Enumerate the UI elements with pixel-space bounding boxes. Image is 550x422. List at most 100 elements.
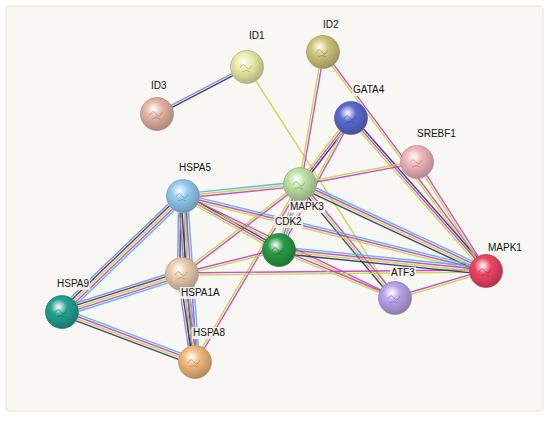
node-sphere [334, 101, 368, 135]
evidence-line [304, 68, 321, 167]
node-circle [167, 180, 200, 213]
evidence-line [199, 186, 283, 195]
interaction-edge [199, 183, 284, 196]
protein-node: ID2 [306, 35, 340, 69]
structure-glyph [240, 65, 252, 72]
protein-node: CDK2 [262, 233, 296, 267]
structure-glyph [188, 360, 200, 367]
node-circle [231, 51, 264, 84]
node-sphere [165, 257, 199, 291]
structure-glyph [479, 269, 491, 276]
structure-glyph [55, 310, 67, 317]
node-sphere [378, 281, 412, 315]
protein-node: MAPK3 [283, 167, 317, 201]
protein-label: HSPA9 [56, 278, 90, 290]
evidence-line [78, 281, 167, 309]
protein-node: HSPA9 [45, 295, 79, 329]
interaction-edge [76, 315, 180, 360]
protein-label: GATA4 [352, 84, 385, 96]
evidence-line [78, 279, 167, 307]
evidence-line [295, 255, 381, 290]
protein-node: GATA4 [334, 101, 368, 135]
structure-glyph [272, 248, 284, 255]
protein-label: CDK2 [274, 216, 303, 228]
structure-glyph [344, 116, 356, 123]
evidence-line [316, 166, 401, 182]
structure-glyph [316, 50, 328, 57]
evidence-line [180, 291, 188, 346]
evidence-line [302, 68, 319, 167]
structure-glyph [176, 194, 188, 201]
evidence-line [411, 275, 470, 293]
evidence-line [198, 253, 263, 269]
protein-label: HSPA8 [192, 327, 226, 339]
node-circle [263, 234, 296, 267]
protein-node: ATF3 [378, 281, 412, 315]
node-sphere [283, 167, 317, 201]
interaction-edge [76, 275, 167, 311]
node-circle [166, 258, 199, 291]
evidence-line [295, 255, 469, 273]
node-sphere [400, 145, 434, 179]
evidence-line [427, 175, 478, 256]
evidence-line [177, 212, 179, 257]
structure-glyph [388, 296, 400, 303]
node-sphere [262, 233, 296, 267]
evidence-line [78, 317, 180, 355]
evidence-line [334, 65, 477, 258]
node-circle [284, 168, 317, 201]
interaction-edge [294, 255, 380, 292]
evidence-line [364, 129, 477, 257]
node-circle [470, 255, 503, 288]
evidence-line [199, 183, 283, 192]
evidence-line [314, 194, 470, 267]
protein-label: ATF3 [390, 267, 416, 279]
evidence-line [310, 131, 341, 171]
evidence-line [411, 277, 470, 295]
evidence-line [196, 206, 263, 244]
interaction-edge [316, 164, 401, 182]
node-sphere [230, 50, 264, 84]
evidence-line [76, 321, 178, 359]
evidence-line [200, 188, 284, 197]
evidence-line [171, 74, 232, 106]
panel [6, 6, 543, 411]
evidence-line [360, 132, 473, 260]
protein-label: SREBF1 [416, 128, 457, 140]
evidence-line [362, 130, 475, 258]
protein-label: ID2 [322, 19, 340, 31]
node-sphere [45, 295, 79, 329]
protein-node: ID1 [230, 50, 264, 84]
protein-node: SREBF1 [400, 145, 434, 179]
node-circle [46, 296, 79, 329]
protein-label: ID3 [150, 80, 168, 92]
structure-glyph [293, 182, 305, 189]
interaction-edge [302, 68, 322, 168]
protein-node: HSPA5 [166, 179, 200, 213]
interaction-edge [411, 275, 471, 295]
interaction-edge [171, 74, 233, 108]
node-sphere [469, 254, 503, 288]
evidence-line [294, 257, 380, 292]
structure-glyph [175, 272, 187, 279]
protein-label: ID1 [248, 30, 266, 42]
interaction-edge [197, 202, 380, 292]
evidence-line [316, 164, 401, 180]
protein-node: ID3 [140, 97, 174, 131]
node-sphere [140, 97, 174, 131]
node-circle [335, 102, 368, 135]
protein-label: MAPK1 [487, 242, 523, 254]
protein-label: HSPA1A [180, 287, 221, 299]
node-circle [401, 146, 434, 179]
node-circle [141, 98, 174, 131]
node-sphere [166, 179, 200, 213]
evidence-line [198, 255, 263, 271]
structure-glyph [410, 160, 422, 167]
interaction-edge [198, 253, 263, 271]
protein-node: HSPA8 [178, 345, 212, 379]
node-circle [307, 36, 340, 69]
evidence-line [197, 204, 379, 292]
